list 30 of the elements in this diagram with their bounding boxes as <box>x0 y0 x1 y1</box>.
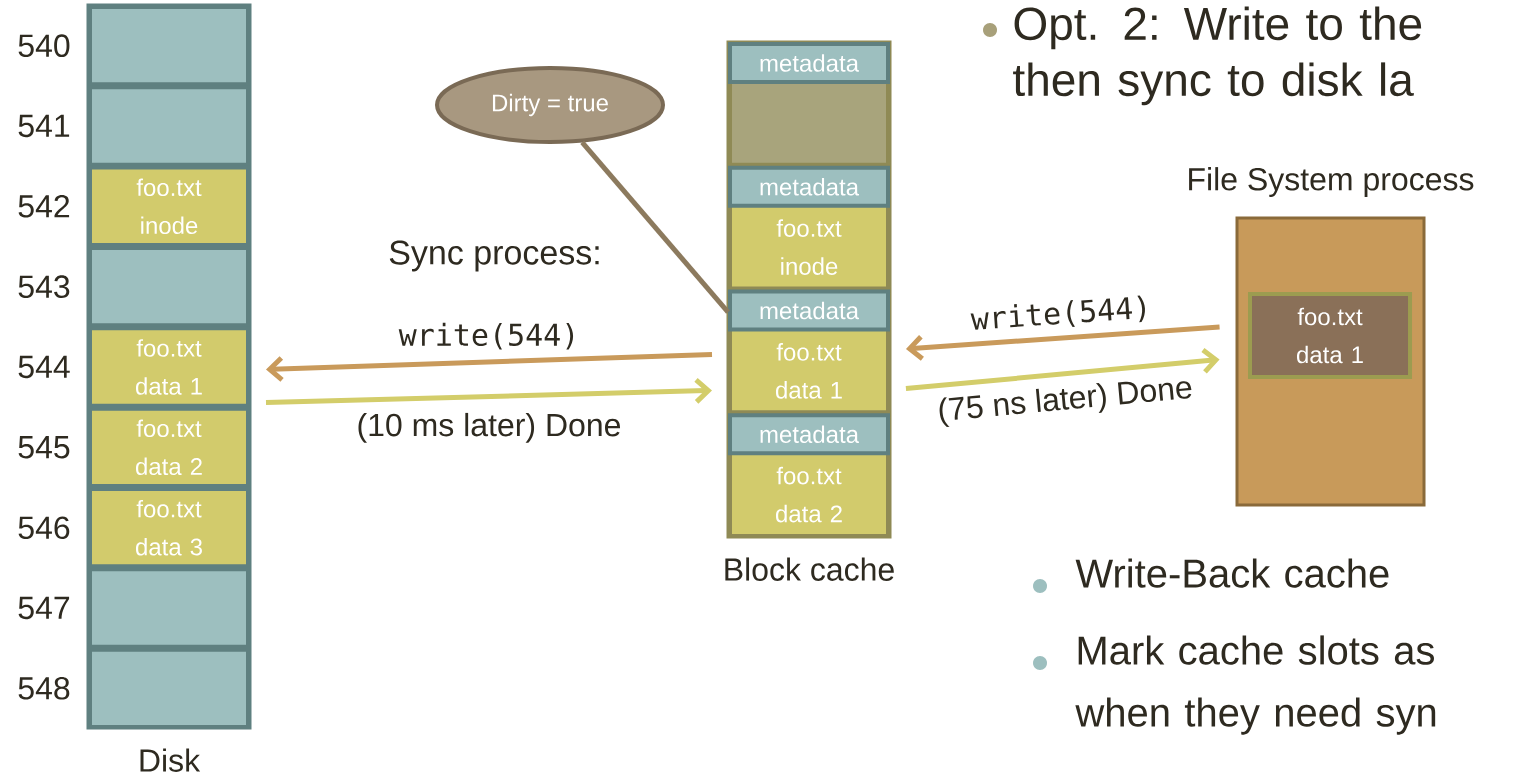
edge-label: (75 ns later) Done <box>939 381 1192 428</box>
column-caption: Block cache <box>725 557 894 581</box>
block-number: 543 <box>18 275 70 298</box>
arrow <box>905 347 1220 391</box>
bullet-item: Opt. 2: Write to the then sync to disk la <box>983 6 1422 106</box>
bullet-item: Mark cache slots as when they need syn <box>1033 635 1436 735</box>
disk-block: foo.txt data 3 <box>88 487 250 569</box>
column-caption: Disk <box>140 748 201 772</box>
arrow <box>266 352 713 382</box>
edge-label: write(544) <box>398 322 574 350</box>
block-number: 546 <box>18 516 70 539</box>
cache-slot: metadata foo.txt data 2 <box>728 413 890 538</box>
section-label: Sync process: <box>389 240 599 272</box>
block-number: 540 <box>18 34 70 57</box>
bullet-item: Write-Back cache <box>1033 558 1389 593</box>
cache-slot: metadata <box>728 42 890 167</box>
disk-block: foo.txt inode <box>88 165 250 247</box>
edge-label: write(544) <box>970 295 1145 330</box>
edge-label: (10 ms later) Done <box>358 412 620 443</box>
block-number: 548 <box>18 677 70 700</box>
data-block: foo.txt data 1 <box>1248 292 1412 379</box>
box-heading: File System process <box>1189 167 1474 197</box>
leader-line <box>580 140 730 314</box>
block-number: 545 <box>18 436 70 459</box>
block-number: 541 <box>18 114 70 138</box>
block-number: 542 <box>18 194 70 218</box>
block-number: 547 <box>18 596 70 620</box>
arrow <box>905 324 1220 361</box>
arrow <box>265 378 712 406</box>
block-number: 544 <box>18 355 70 379</box>
